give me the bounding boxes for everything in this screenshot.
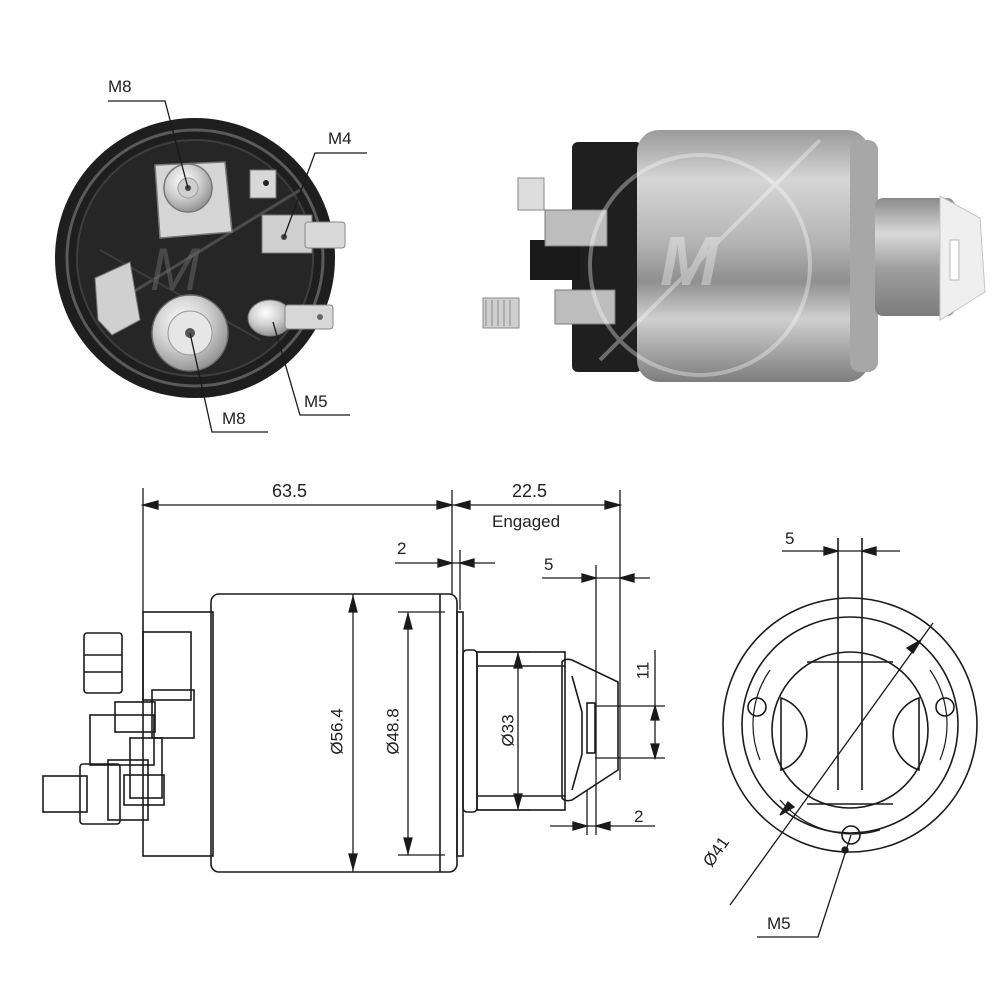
end-outer-ring: [722, 597, 978, 853]
callout-m5: M5: [304, 392, 328, 411]
callout-m8-bottom: M8: [222, 409, 246, 428]
callout-m8-top: M8: [108, 77, 132, 96]
solenoid-body: [637, 130, 878, 382]
side-terminals: [482, 177, 616, 329]
end-dimension-lines: [729, 546, 934, 938]
terminal-tab-small: [249, 169, 277, 199]
end-inner-ring: [741, 616, 959, 834]
dim-end-slot-width: 5: [785, 529, 795, 548]
mount-hole-right: [935, 697, 955, 717]
end-plunger-circle: [771, 651, 929, 809]
terminal-m5: [247, 299, 334, 337]
svg-text:M: M: [150, 236, 200, 303]
dimension-lines: [140, 488, 665, 872]
dim-slot-width: 2: [634, 807, 644, 826]
callout-leaders: [108, 100, 367, 433]
callout-m4: M4: [328, 129, 352, 148]
dim-tip-offset: 5: [544, 555, 554, 574]
dim-mount-thread: M5: [767, 914, 791, 933]
svg-text:M: M: [660, 222, 720, 300]
plunger: [875, 195, 986, 321]
dim-plunger-state: Engaged: [492, 512, 561, 531]
watermark-logo: M: [588, 138, 822, 377]
body-outline: [210, 593, 464, 873]
mount-hole-left: [747, 697, 767, 717]
dim-body-length: 63.5: [272, 481, 308, 501]
mount-hole-bottom: [841, 825, 861, 845]
terminal-m4-spade: [261, 214, 346, 254]
terminal-housing-outline: [42, 611, 214, 857]
terminal-tab-left: [94, 261, 141, 336]
dim-flange-gap: 2: [397, 539, 407, 558]
dim-plunger-travel: 22.5: [512, 481, 548, 501]
